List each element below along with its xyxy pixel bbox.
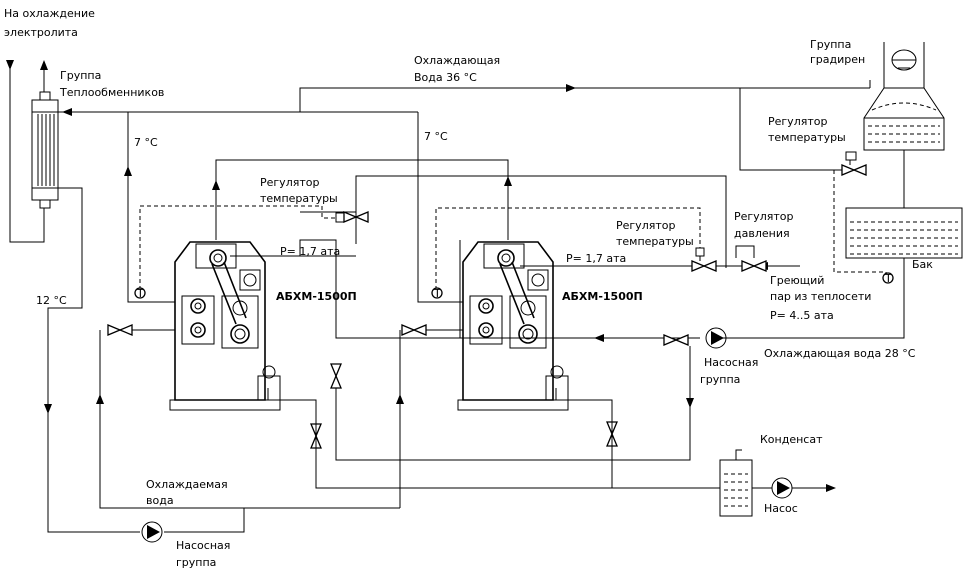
chiller-right (457, 241, 569, 411)
pump-icon (141, 521, 163, 543)
cooling-supply-left (299, 239, 460, 339)
flow-arrow-icon (566, 84, 576, 92)
label-t12: 12 °C (36, 294, 67, 307)
label-pump: Насос (764, 502, 798, 515)
valve-icon (841, 151, 867, 176)
flow-arrow-icon (212, 180, 220, 190)
flow-arrow-icon (396, 394, 404, 404)
label-steam-3: P= 4..5 ата (770, 309, 834, 322)
label-t7-left: 7 °C (134, 136, 158, 149)
chilled-supply-right (417, 160, 463, 303)
label-tank: Бак (912, 258, 933, 271)
label-steam-1: Греющий (770, 274, 824, 287)
condensate-line-right (555, 388, 613, 488)
label-preg-1: Регулятор (734, 210, 793, 223)
label-chiller-right: АБХМ-1500П (562, 290, 643, 303)
flow-arrow-icon (44, 404, 52, 414)
control-line-left (139, 205, 336, 290)
heat-exchanger (31, 91, 59, 209)
label-electrolyte-2: электролита (4, 26, 78, 39)
condensate-line-left (267, 388, 720, 489)
steam-header (355, 175, 727, 268)
label-chilled-2: вода (146, 494, 174, 507)
flow-arrow-icon (504, 176, 512, 186)
label-p17-right: P= 1,7 ата (566, 252, 626, 265)
label-pumpgroup-right-1: Насосная (704, 356, 758, 369)
cooling-water-36-line (299, 87, 870, 112)
flow-arrow-icon (62, 108, 72, 116)
label-towers-2: градирен (810, 53, 865, 66)
label-treg-right-1: Регулятор (616, 219, 675, 232)
pressure-regulator-link (735, 245, 755, 258)
valve-icon (335, 211, 369, 223)
svg-text:T: T (884, 272, 892, 285)
pump-icon (705, 327, 727, 349)
flow-arrow-icon (40, 60, 48, 70)
label-treg-tower-1: Регулятор (768, 115, 827, 128)
label-cw36-2: Вода 36 °C (414, 71, 477, 84)
flow-arrow-icon (124, 166, 132, 176)
label-electrolyte-1: На охлаждение (4, 7, 95, 20)
chiller-left (169, 241, 281, 411)
label-steam-2: пар из теплосети (770, 290, 871, 303)
label-pumpgroup-right-2: группа (700, 373, 740, 386)
control-line-right (435, 207, 701, 290)
cooling-drain-line (335, 346, 691, 461)
label-pumpgroup-bottom-1: Насосная (176, 539, 230, 552)
electrolyte-return-line (9, 60, 45, 243)
valve-icon (401, 324, 427, 336)
control-line-tower (833, 169, 887, 276)
cooling-water-28-line (716, 258, 905, 339)
chilled-water-12-line (47, 187, 140, 533)
svg-text:T: T (136, 287, 144, 300)
condensate-tank (719, 449, 753, 517)
flow-arrow-icon (96, 394, 104, 404)
label-hx-1: Группа (60, 69, 101, 82)
label-t7-right: 7 °C (424, 130, 448, 143)
label-cw36-1: Охлаждающая (414, 54, 500, 67)
label-treg-right-2: температуры (616, 235, 694, 248)
tank (845, 207, 963, 259)
label-chilled-1: Охлаждаемая (146, 478, 228, 491)
flow-arrow-icon (6, 60, 14, 70)
flow-arrow-icon (686, 398, 694, 408)
label-treg-left-2: температуры (260, 192, 338, 205)
label-hx-2: Теплообменников (59, 86, 164, 99)
valve-icon (663, 334, 689, 346)
valve-icon (741, 260, 767, 272)
thermometer-icon: T (431, 287, 443, 300)
thermometer-icon: T (134, 287, 146, 300)
label-pumpgroup-bottom-2: группа (176, 556, 216, 569)
label-treg-left-1: Регулятор (260, 176, 319, 189)
flow-arrow-icon (826, 484, 836, 492)
svg-text:T: T (433, 287, 441, 300)
valve-icon (107, 324, 133, 336)
valve-icon (330, 363, 342, 389)
pump-icon (771, 477, 793, 499)
label-cw28: Охлаждающая вода 28 °C (764, 347, 916, 360)
label-towers-1: Группа (810, 38, 851, 51)
flow-arrow-icon (594, 334, 604, 342)
valve-icon (691, 247, 717, 272)
tower-bypass-line (739, 88, 846, 171)
thermometer-icon: T (882, 272, 894, 285)
label-p17-left: P= 1,7 ата (280, 245, 340, 258)
label-preg-2: давления (734, 227, 790, 240)
label-condensate: Конденсат (760, 433, 823, 446)
label-treg-tower-2: температуры (768, 131, 846, 144)
label-chiller-left: АБХМ-1500П (276, 290, 357, 303)
cooling-tower (863, 42, 945, 208)
cooling-return-right (417, 112, 509, 240)
